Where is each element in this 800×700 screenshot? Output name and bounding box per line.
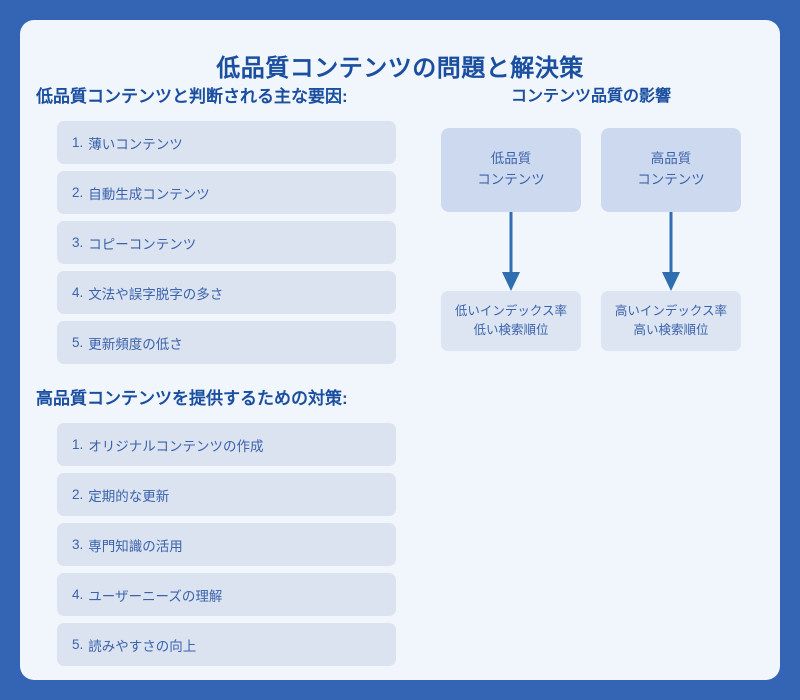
node-line: 低い検索順位: [473, 323, 549, 337]
node-line: コンテンツ: [477, 172, 545, 187]
node-high-quality-result[interactable]: 高いインデックス率 高い検索順位: [601, 291, 741, 351]
left-column: 低品質コンテンツと判断される主な要因: 1. 薄いコンテンツ 2. 自動生成コン…: [36, 82, 396, 673]
arrow-head: [502, 272, 520, 291]
list-item-label: 更新頻度の低さ: [88, 336, 183, 352]
list-item-label: 自動生成コンテンツ: [88, 186, 210, 202]
flow-column-high-quality: 高品質 コンテンツ 高いインデックス率 高い検索順位: [601, 128, 741, 351]
node-line: 高品質: [650, 151, 692, 167]
list-item-label: 定期的な更新: [88, 488, 170, 504]
list-item[interactable]: 2. 定期的な更新: [57, 473, 396, 516]
measures-list: 1. オリジナルコンテンツの作成 2. 定期的な更新 3. 専門知識の活用 4.…: [36, 423, 396, 666]
node-line: 高いインデックス率: [614, 303, 728, 318]
list-item-number: 4.: [72, 587, 84, 602]
factors-list: 1. 薄いコンテンツ 2. 自動生成コンテンツ 3. コピーコンテンツ 4. 文…: [36, 121, 396, 364]
list-item-number: 3.: [72, 235, 84, 250]
list-item-number: 2.: [72, 487, 84, 502]
list-item[interactable]: 3. コピーコンテンツ: [57, 221, 396, 264]
list-item[interactable]: 4. ユーザーニーズの理解: [57, 573, 396, 616]
list-item-number: 3.: [72, 537, 84, 552]
arrow-shaft: [669, 212, 673, 276]
list-item[interactable]: 5. 読みやすさの向上: [57, 623, 396, 666]
list-item-label: コピーコンテンツ: [88, 236, 197, 252]
node-line: 高い検索順位: [633, 323, 709, 337]
section-heading-factors: 低品質コンテンツと判断される主な要因:: [36, 87, 348, 106]
node-line: コンテンツ: [637, 172, 705, 187]
list-item-label: ユーザーニーズの理解: [88, 588, 223, 604]
list-item[interactable]: 3. 専門知識の活用: [57, 523, 396, 566]
section-heading-measures: 高品質コンテンツを提供するための対策:: [36, 389, 348, 408]
infographic-card: 低品質コンテンツの問題と解決策 低品質コンテンツと判断される主な要因: 1. 薄…: [20, 20, 780, 680]
node-line: 低いインデックス率: [454, 303, 568, 318]
flow-column-low-quality: 低品質 コンテンツ 低いインデックス率 低い検索順位: [441, 128, 581, 351]
list-item[interactable]: 1. 薄いコンテンツ: [57, 121, 396, 164]
list-item-label: 薄いコンテンツ: [88, 136, 183, 152]
list-item-label: 文法や誤字脱字の多さ: [88, 286, 224, 302]
list-item[interactable]: 1. オリジナルコンテンツの作成: [57, 423, 396, 466]
page-title: 低品質コンテンツの問題と解決策: [216, 55, 584, 82]
arrow-head: [662, 272, 680, 291]
list-item-number: 5.: [72, 335, 84, 350]
list-item-number: 1.: [72, 135, 84, 150]
diagram-title: コンテンツ品質の影響: [510, 88, 671, 105]
list-item-label: 読みやすさの向上: [88, 638, 197, 654]
node-low-quality-result[interactable]: 低いインデックス率 低い検索順位: [441, 291, 581, 351]
list-item[interactable]: 4. 文法や誤字脱字の多さ: [57, 271, 396, 314]
list-item-number: 1.: [72, 437, 84, 452]
down-arrow-icon: [502, 212, 520, 291]
list-item[interactable]: 2. 自動生成コンテンツ: [57, 171, 396, 214]
node-low-quality-content[interactable]: 低品質 コンテンツ: [441, 128, 581, 212]
list-item-number: 4.: [72, 285, 84, 300]
list-item[interactable]: 5. 更新頻度の低さ: [57, 321, 396, 364]
down-arrow-icon: [662, 212, 680, 291]
list-item-number: 5.: [72, 637, 84, 652]
flow-wrapper: 低品質 コンテンツ 低いインデックス率 低い検索順位 高品質 コンテンツ: [416, 128, 766, 351]
list-item-label: オリジナルコンテンツの作成: [88, 438, 264, 454]
node-high-quality-content[interactable]: 高品質 コンテンツ: [601, 128, 741, 212]
impact-diagram: コンテンツ品質の影響 低品質 コンテンツ 低いインデックス率 低い検索順位: [416, 82, 766, 351]
list-item-number: 2.: [72, 185, 84, 200]
node-line: 低品質: [490, 151, 532, 167]
list-item-label: 専門知識の活用: [88, 538, 183, 554]
arrow-shaft: [509, 212, 513, 276]
